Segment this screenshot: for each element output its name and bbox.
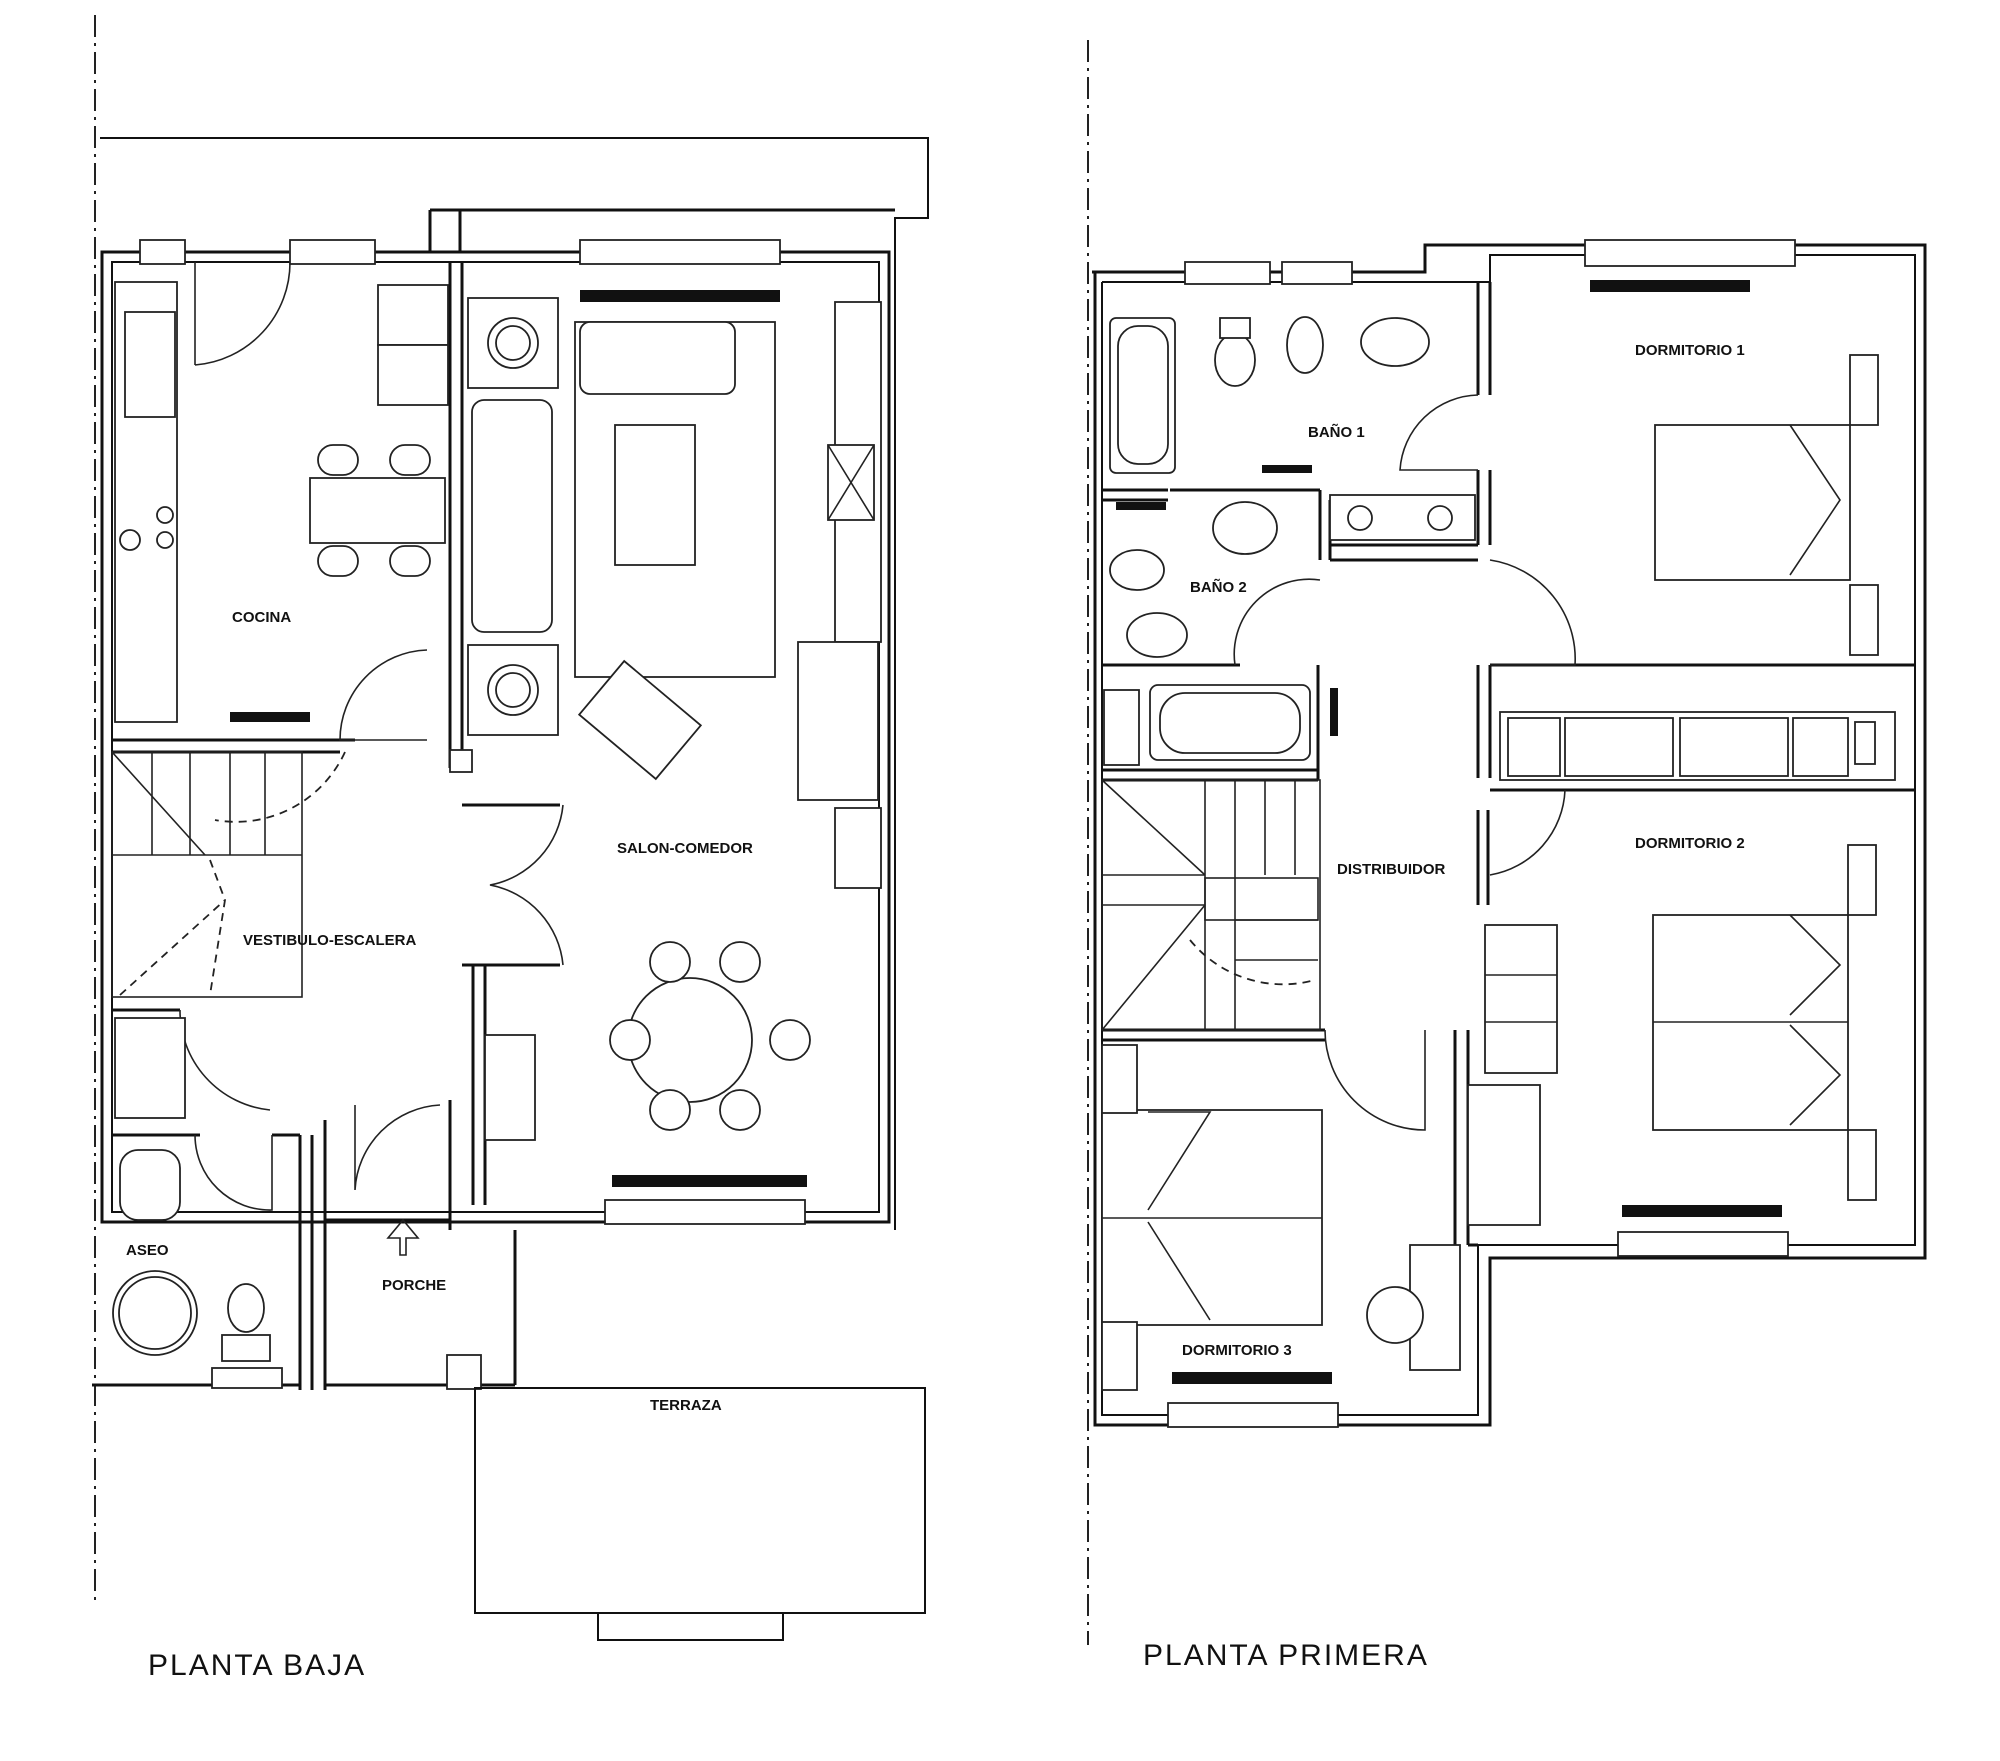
first-radiators (1116, 280, 1782, 1384)
ground-floor-title: PLANTA BAJA (148, 1649, 366, 1682)
label-bano-1: BAÑO 1 (1308, 423, 1365, 441)
ground-radiators (230, 290, 807, 1187)
dormitorio1-furniture (1499, 354, 1896, 781)
porch-column (446, 1354, 482, 1390)
label-cocina: COCINA (232, 609, 291, 626)
label-salon-comedor: SALON-COMEDOR (617, 840, 753, 857)
first-stair (1101, 779, 1321, 1031)
label-dormitorio-2: DORMITORIO 2 (1635, 835, 1745, 852)
ground-floor-plan: COCINA SALON-COMEDOR VESTIBULO-ESCALERA … (92, 15, 929, 1682)
ground-rear-boundary (100, 137, 929, 1230)
living-furniture (467, 297, 882, 1141)
first-floor-plan: DORMITORIO 1 DORMITORIO 2 DORMITORIO 3 B… (1087, 40, 1927, 1672)
ground-doors (179, 261, 564, 1211)
label-distribuidor: DISTRIBUIDOR (1337, 861, 1446, 878)
label-vestibulo-escalera: VESTIBULO-ESCALERA (243, 932, 417, 949)
column (449, 749, 473, 773)
first-floor-title: PLANTA PRIMERA (1143, 1639, 1429, 1672)
first-doors (1233, 394, 1576, 1131)
terraza-outline (474, 1387, 926, 1641)
kitchen-furniture (114, 281, 449, 723)
ground-room-labels: COCINA SALON-COMEDOR VESTIBULO-ESCALERA … (126, 609, 753, 1414)
bano1-fixtures (1109, 316, 1476, 541)
entry-arrow-icon (386, 1218, 420, 1256)
bano2-fixtures (1103, 501, 1311, 766)
ground-windows (139, 239, 806, 1389)
label-dormitorio-1: DORMITORIO 1 (1635, 342, 1745, 359)
ground-outer-walls (100, 208, 895, 1224)
first-windows (1167, 239, 1796, 1428)
first-room-labels: DORMITORIO 1 DORMITORIO 2 DORMITORIO 3 B… (1182, 342, 1745, 1359)
label-bano-2: BAÑO 2 (1190, 578, 1247, 596)
label-dormitorio-3: DORMITORIO 3 (1182, 1342, 1292, 1359)
dormitorio3-furniture (1101, 1044, 1541, 1391)
dormitorio2-furniture (1484, 844, 1877, 1201)
label-porche: PORCHE (382, 1277, 446, 1294)
label-terraza: TERRAZA (650, 1397, 722, 1414)
aseo-fixtures (112, 1017, 271, 1362)
label-aseo: ASEO (126, 1242, 169, 1259)
ground-stair (111, 751, 346, 998)
